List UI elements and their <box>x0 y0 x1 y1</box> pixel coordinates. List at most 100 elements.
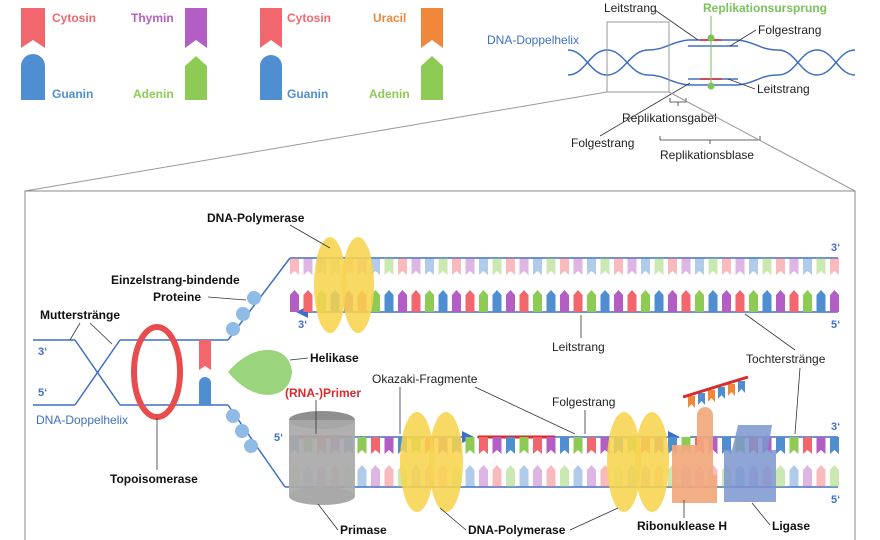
overview-folgestrang-top: Folgestrang <box>758 23 821 37</box>
nucleotide <box>641 258 650 275</box>
nucleotide <box>735 290 745 312</box>
zoom-line-right <box>668 91 856 192</box>
nucleotide <box>425 258 434 275</box>
ssb-protein-4 <box>226 409 240 423</box>
nucleotide <box>479 437 488 454</box>
released-primer <box>682 375 749 399</box>
prime-5-top-right: 5‘ <box>831 319 840 331</box>
thymin-legend-icon <box>185 8 207 48</box>
proteins <box>131 237 776 512</box>
polymerase-bottom-2a <box>607 412 641 512</box>
ssb-protein-3 <box>226 322 240 336</box>
fork-cytosin-base <box>199 340 211 370</box>
overview-leitstrang-right: Leitstrang <box>757 82 810 96</box>
nucleotide <box>452 290 461 312</box>
label-leitstrang: Leitstrang <box>552 340 605 354</box>
pointer-primase <box>317 503 339 531</box>
legend-uracil: Uracil <box>373 11 406 25</box>
nucleotide <box>830 290 839 312</box>
pointer-polymerase-bottom-b <box>569 507 619 531</box>
zoom-box <box>606 21 670 93</box>
nucleotide <box>830 465 839 487</box>
label-okazaki: Okazaki-Fragmente <box>372 372 478 386</box>
nucleotide <box>708 290 718 312</box>
label-einzelstrang-1: Einzelstrang-bindende <box>111 273 240 287</box>
nucleotide <box>738 381 745 393</box>
nucleotide <box>546 465 556 487</box>
uracil-legend-icon <box>421 8 443 48</box>
nucleotide <box>519 437 529 454</box>
pointer-dna-polymerase-top <box>289 224 331 249</box>
nucleotide <box>411 258 421 275</box>
cytosin-legend-icon-2 <box>260 8 282 48</box>
overview-replikationsblase: Replikationsblase <box>660 148 754 162</box>
nucleotide <box>668 290 677 312</box>
nucleotide <box>830 258 839 275</box>
ligase-shape <box>724 425 776 502</box>
polymerase-bottom-2b <box>635 412 669 512</box>
adenin-legend-icon <box>185 56 207 100</box>
nucleotide <box>384 465 394 487</box>
nucleotide <box>411 290 421 312</box>
nucleotide <box>722 258 731 275</box>
nucleotide <box>506 258 515 275</box>
nucleotide <box>384 437 394 454</box>
nucleotide <box>789 258 799 275</box>
legend: Cytosin Thymin Cytosin Uracil Guanin Ade… <box>21 8 443 101</box>
overview-blase-brace <box>659 136 761 144</box>
nucleotide <box>789 437 799 454</box>
nucleotide <box>695 258 704 275</box>
legend-guanin-2: Guanin <box>287 87 328 101</box>
nucleotide <box>776 465 785 487</box>
nucleotide <box>492 290 502 312</box>
pointer-tochterstraenge-a <box>744 313 796 351</box>
nucleotide <box>479 465 488 487</box>
nucleotide <box>749 290 758 312</box>
nucleotide <box>735 258 745 275</box>
nucleotide <box>398 290 407 312</box>
nucleotide <box>438 290 448 312</box>
ssb-protein-2 <box>236 307 250 321</box>
overview-helix-left-a <box>567 39 689 76</box>
overview-folgestrang-left: Folgestrang <box>571 136 634 150</box>
overview-replikationsgabel: Replikationsgabel <box>622 111 717 125</box>
overview-folgestrang-left-pointer <box>599 82 691 137</box>
nucleotide <box>816 290 826 312</box>
nucleotide <box>573 437 583 454</box>
prime-5-bottom-left: 5‘ <box>274 432 283 444</box>
nucleotide <box>776 258 785 275</box>
label-ribonuklease: Ribonuklease H <box>637 519 727 533</box>
legend-cytosin-2: Cytosin <box>287 11 331 25</box>
nucleotide <box>776 437 785 454</box>
nucleotide <box>546 290 556 312</box>
legend-thymin: Thymin <box>131 11 174 25</box>
nucleotide <box>560 258 569 275</box>
prime-3-top-left: 3‘ <box>298 319 307 331</box>
nucleotide <box>506 465 515 487</box>
nucleotide <box>492 258 502 275</box>
label-mutterstraenge: Mutterstränge <box>40 308 120 322</box>
label-dna-polymerase-top: DNA-Polymerase <box>207 211 305 225</box>
label-einzelstrang-2: Proteine <box>153 290 201 304</box>
label-folgestrang: Folgestrang <box>552 395 615 409</box>
pointer-tochterstraenge-b <box>794 367 801 435</box>
nucleotide <box>465 437 475 454</box>
nucleotide <box>519 258 529 275</box>
polymerase-bottom-1b <box>429 412 463 512</box>
prime-3-left: 3‘ <box>38 346 47 358</box>
guanin-legend-icon <box>21 54 45 100</box>
nucleotide <box>681 258 691 275</box>
nucleotide <box>762 258 772 275</box>
primase-body <box>289 420 355 496</box>
overview-leitstrang-right-pointer <box>727 78 756 90</box>
nucleotide <box>519 290 529 312</box>
nucleotide <box>573 290 583 312</box>
pointer-polymerase-bottom-a <box>439 507 467 531</box>
nucleotide <box>816 258 826 275</box>
nucleotide <box>803 465 812 487</box>
label-topoisomerase: Topoisomerase <box>110 472 198 486</box>
nucleotide <box>587 290 596 312</box>
guanin-legend-icon-2 <box>260 55 282 100</box>
nucleotide <box>357 437 367 454</box>
polymerase-top-left <box>314 237 346 333</box>
